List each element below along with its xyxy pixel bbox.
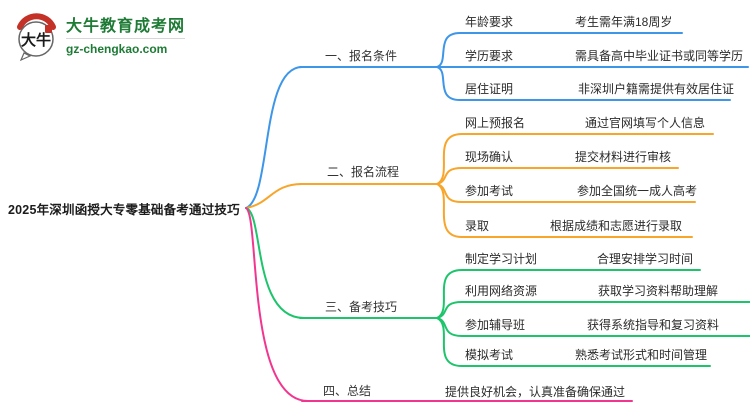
branch-label-signup-conditions[interactable]: 一、报名条件: [325, 49, 398, 63]
child-label[interactable]: 学历要求: [465, 49, 514, 63]
child-label[interactable]: 参加辅导班: [465, 318, 526, 332]
child-label[interactable]: 年龄要求: [465, 15, 514, 29]
main-topic-node[interactable]: 2025年深圳函授大专零基础备考通过技巧: [8, 203, 240, 217]
child-label[interactable]: 模拟考试: [465, 348, 514, 362]
branch-label-prep-tips[interactable]: 三、备考技巧: [325, 300, 398, 314]
child-value[interactable]: 根据成绩和志愿进行录取: [550, 219, 683, 233]
child-value[interactable]: 考生需年满18周岁: [575, 15, 673, 29]
child-value[interactable]: 合理安排学习时间: [597, 252, 694, 266]
branch-label-signup-process[interactable]: 二、报名流程: [327, 165, 400, 179]
child-value[interactable]: 熟悉考试形式和时间管理: [575, 348, 708, 362]
child-value[interactable]: 需具备高中毕业证书或同等学历: [575, 49, 744, 63]
site-logo[interactable]: 大牛 大牛教育成考网 gz-chengkao.com: [12, 12, 186, 62]
svg-text:大牛: 大牛: [21, 31, 51, 49]
child-label[interactable]: 提供良好机会，认真准备确保通过: [445, 385, 626, 399]
seal-icon: [45, 25, 52, 33]
branch-label-summary[interactable]: 四、总结: [323, 384, 372, 398]
child-value[interactable]: 非深圳户籍需提供有效居住证: [578, 82, 735, 96]
site-name: 大牛教育成考网: [66, 18, 186, 35]
child-label[interactable]: 制定学习计划: [465, 252, 538, 266]
daniu-bull-icon: 大牛: [17, 13, 56, 62]
child-label[interactable]: 参加考试: [465, 184, 514, 198]
child-label[interactable]: 利用网络资源: [465, 284, 538, 298]
child-value[interactable]: 通过官网填写个人信息: [585, 116, 706, 130]
child-value[interactable]: 获取学习资料帮助理解: [598, 284, 719, 298]
child-label[interactable]: 网上预报名: [465, 116, 526, 130]
child-label[interactable]: 居住证明: [465, 82, 514, 96]
child-value[interactable]: 获得系统指导和复习资料: [587, 318, 720, 332]
child-label[interactable]: 现场确认: [465, 150, 514, 164]
child-value[interactable]: 参加全国统一成人高考: [577, 184, 698, 198]
child-value[interactable]: 提交材料进行审核: [575, 150, 672, 164]
site-domain: gz-chengkao.com: [66, 38, 186, 57]
child-label[interactable]: 录取: [465, 219, 490, 233]
